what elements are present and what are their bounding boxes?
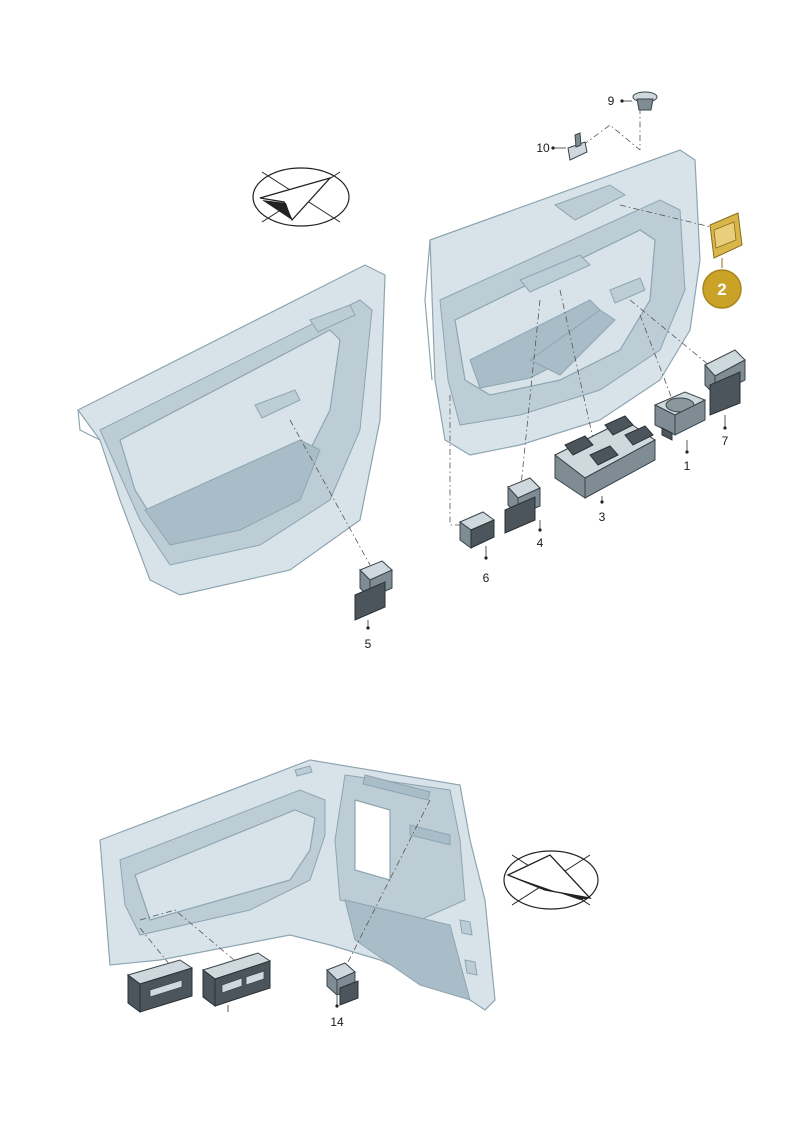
rear-dual-switch [201,952,272,1012]
callout-1: 1 [684,459,691,473]
orientation-symbol-rear [503,850,599,910]
part-2-highlighted-switch: 2 [702,212,743,309]
part-6-switch: 6 [458,511,496,585]
part-4-window-switch: 4 [504,477,544,550]
callout-4: 4 [537,536,544,550]
part-1-mirror-knob: 1 [653,391,707,473]
callout-14: 14 [330,1015,344,1029]
orientation-symbol-front [252,167,350,227]
callout-9: 9 [608,94,615,108]
rear-door-panel [77,264,386,596]
part-3-window-switch-cluster: 3 [554,415,656,524]
callout-7: 7 [722,434,729,448]
rear-side-trim-panel [99,759,496,1011]
part-7-window-switch: 7 [704,349,746,448]
part-9-clip: 9 [608,91,658,111]
part-14-switch: 14 [326,962,359,1029]
assembly-leader-lines-rear [139,799,431,969]
callout-3: 3 [599,510,606,524]
part-10-bracket: 10 [536,132,588,161]
part-5-rear-window-switch: 5 [354,560,393,651]
callout-2: 2 [717,280,726,299]
callout-10: 10 [536,141,550,155]
rear-switch-blank-left [126,959,194,1013]
callout-2-badge [702,269,742,309]
callout-6: 6 [483,571,490,585]
callout-5: 5 [365,637,372,651]
